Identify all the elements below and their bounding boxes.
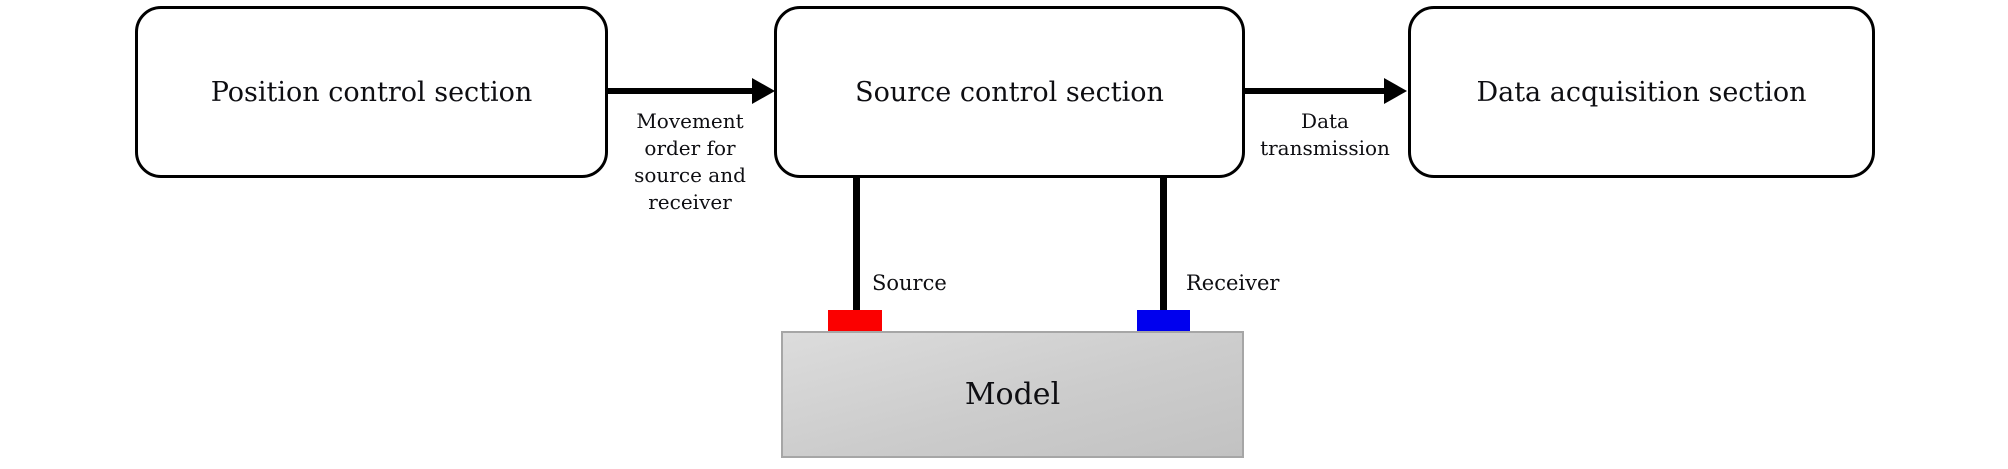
receiver-transducer-pad [1137,310,1190,331]
arrow-label-movement-order: Movement order for source and receiver [634,109,746,214]
model-label: Model [964,377,1061,412]
node-data-acquisition-section: Data acquisition section [1408,6,1875,178]
arrow-source-to-data-arrowhead-icon [1384,78,1407,104]
arrow-source-to-data-shaft [1245,88,1386,94]
receiver-label: Receiver [1186,271,1280,295]
arrow-position-to-source-arrowhead-icon [752,78,775,104]
node-source-control-section: Source control section [774,6,1245,178]
node-source-label: Source control section [855,76,1164,108]
node-data-label: Data acquisition section [1476,76,1807,108]
arrow-label-data-transmission: Data transmission [1260,109,1390,160]
connector-receiver-line [1160,176,1167,312]
connector-source-line [853,176,860,312]
source-label: Source [872,271,947,295]
model-block: Model [781,331,1244,458]
arrow-position-to-source-shaft [608,88,754,94]
source-transducer-pad [828,310,882,331]
node-position-control-section: Position control section [135,6,608,178]
node-position-label: Position control section [210,76,533,108]
